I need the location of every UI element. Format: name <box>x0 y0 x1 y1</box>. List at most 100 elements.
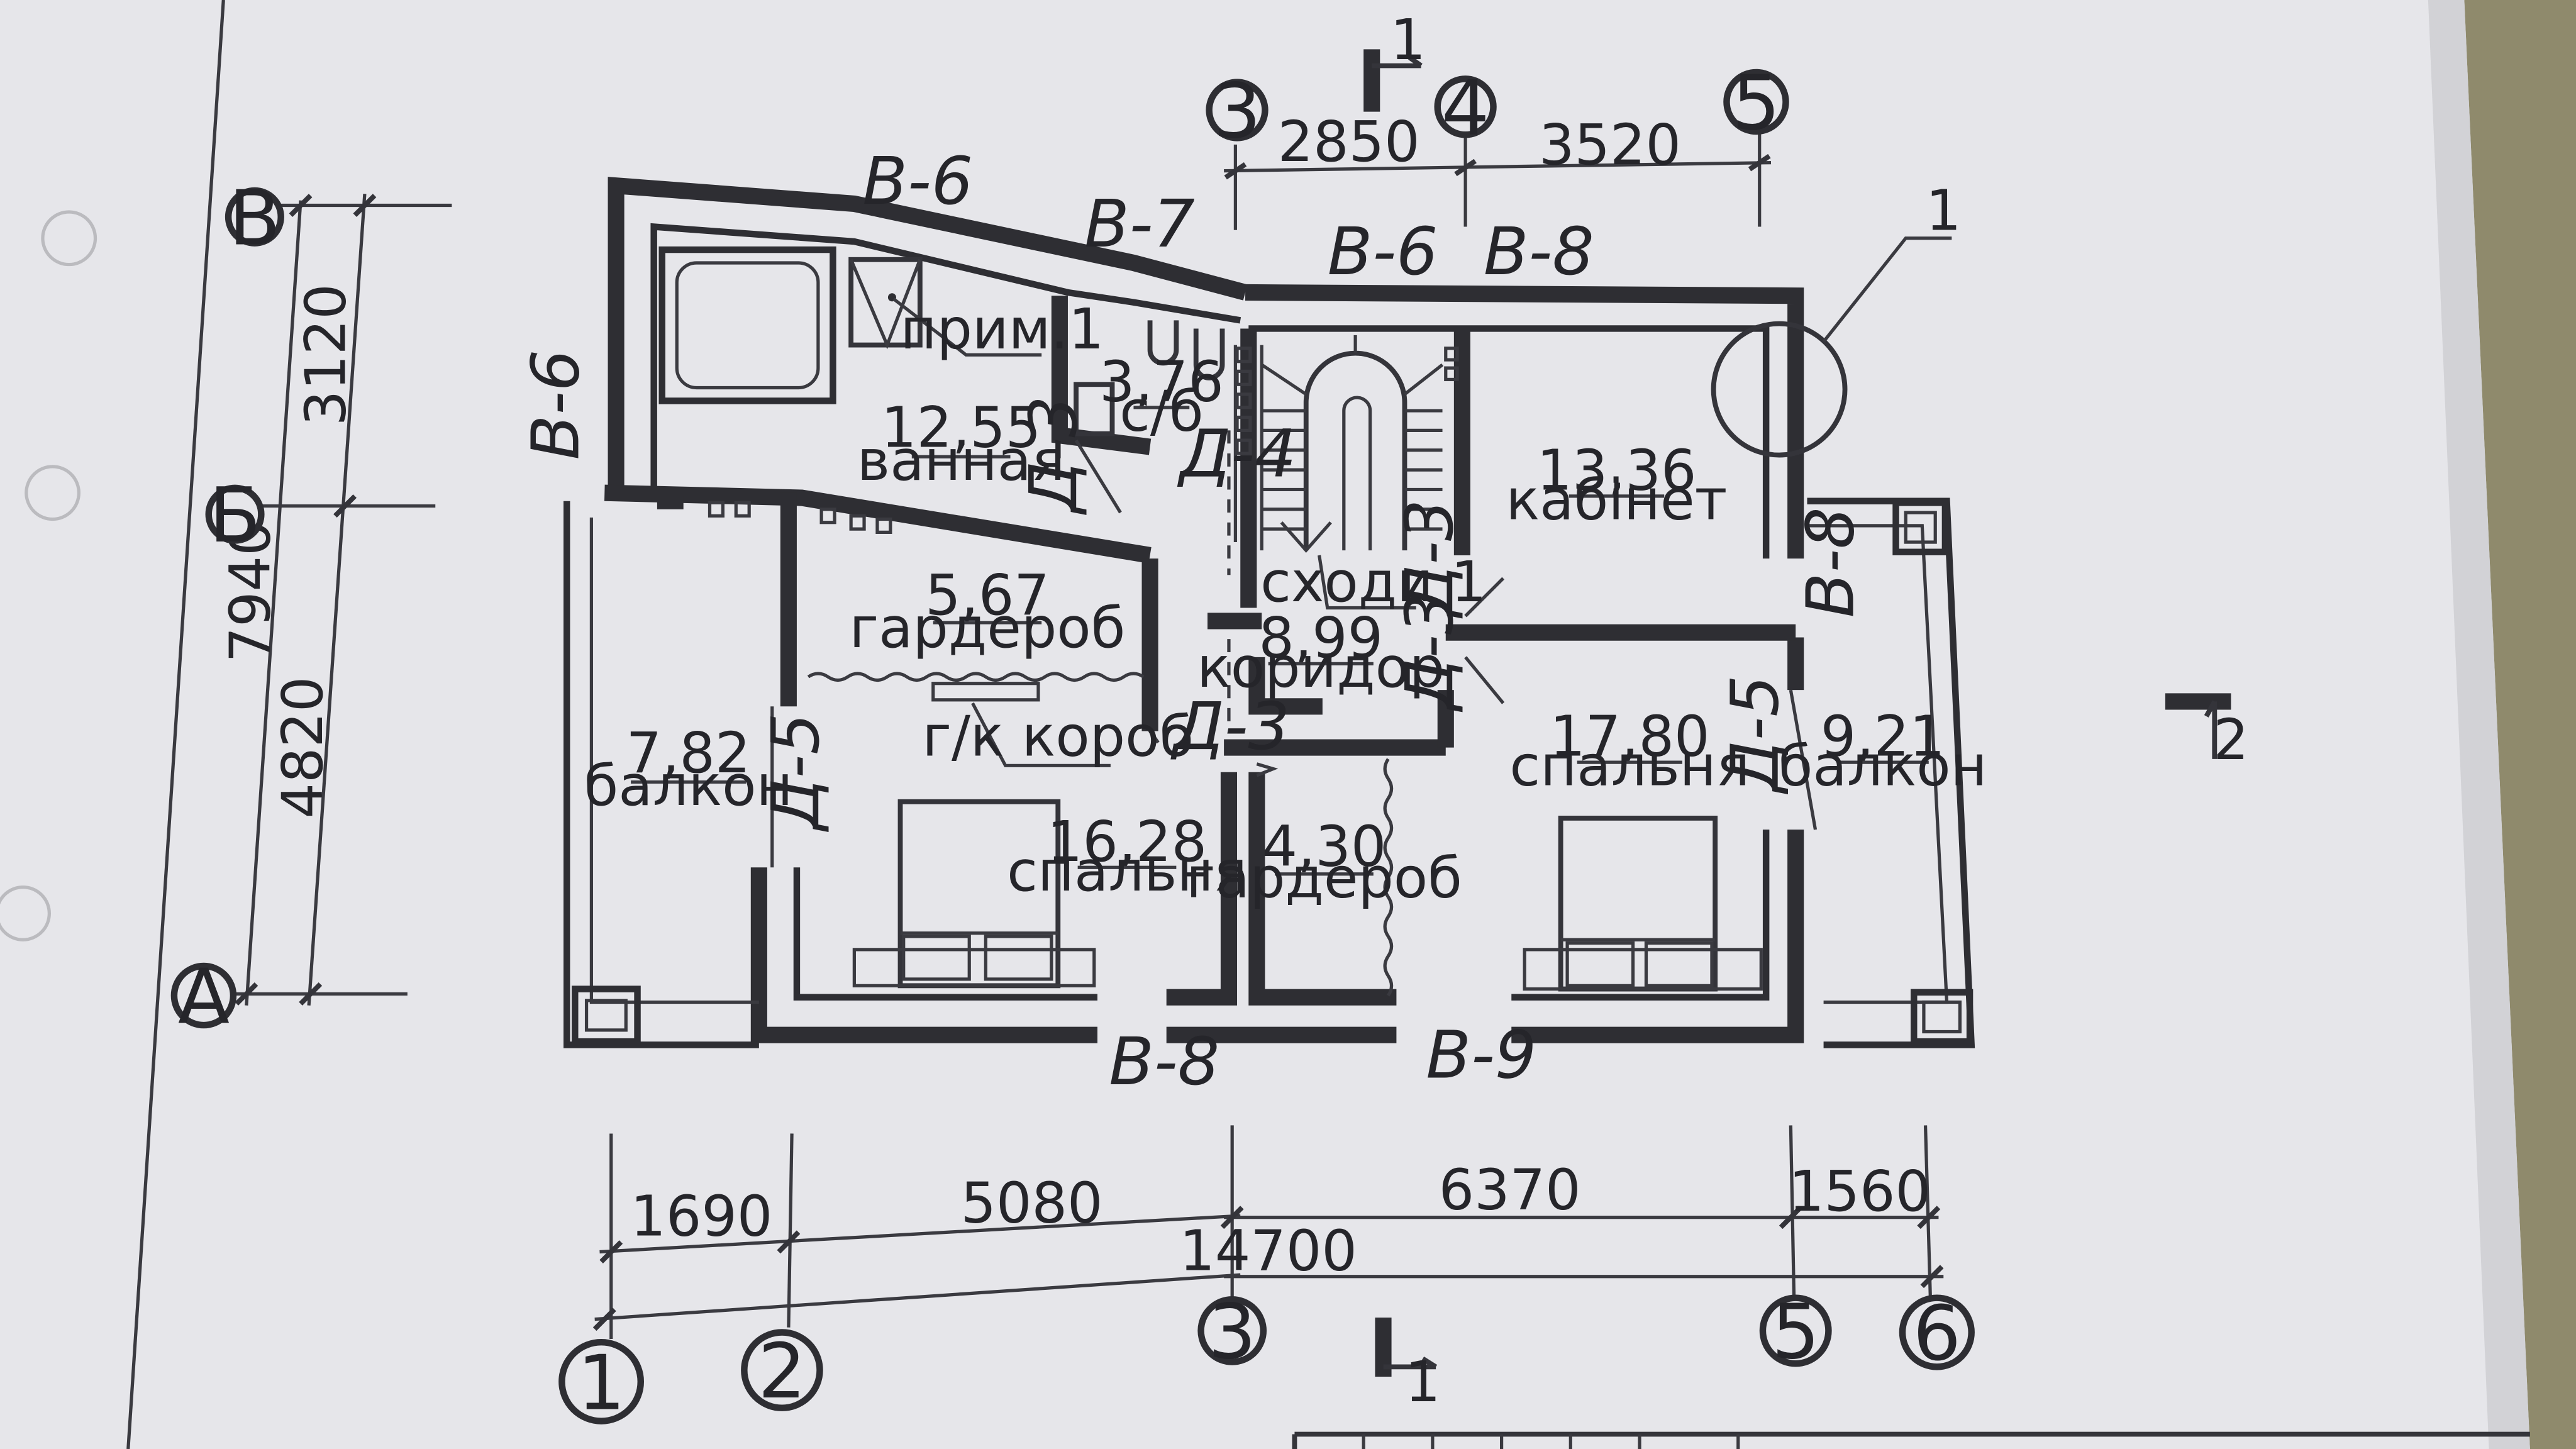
room-bedroom-left-area: 16,28 <box>1047 809 1207 874</box>
room-balcony-left: 7,82 балкон <box>584 721 793 818</box>
room-bath: 12,55 ванная <box>857 396 1065 493</box>
detail-callout <box>1711 236 1952 458</box>
room-wc-area: 3,76 <box>1099 349 1224 414</box>
door-mark-d3-bed-right: Д-3 <box>1391 593 1468 713</box>
axis-bubble-3-bottom: 3 <box>1197 1289 1267 1377</box>
wall-mark-b6-top: В-6 <box>862 143 973 219</box>
room-wardrobe1-area: 5,67 <box>925 563 1050 628</box>
axis-bubble-3-top: 3 <box>1206 68 1269 156</box>
axis-4-top-label: 4 <box>1441 64 1489 152</box>
shower-tray <box>848 257 923 350</box>
balcony-right-outline <box>1807 497 1975 1048</box>
door-mark-d5-right: Д-5 <box>1716 675 1793 794</box>
room-cabinet: 13,36 кабінет <box>1506 438 1727 532</box>
dim-bottom-total: 14700 <box>1179 1218 1357 1283</box>
dim-bottom-3-5: 6370 <box>1439 1158 1581 1223</box>
door-mark-d5-left: Д-5 <box>757 713 834 832</box>
dim-top-3-4: 2850 <box>1278 109 1420 174</box>
axis-1-label: 1 <box>577 1340 625 1428</box>
dim-top-4-5: 3520 <box>1539 113 1681 177</box>
room-bath-name: ванная <box>857 428 1065 493</box>
title-block <box>1292 1431 2530 1449</box>
axis-5-top-label: 5 <box>1732 60 1780 148</box>
staircase <box>1233 335 1444 553</box>
section-2-label: 2 <box>2213 708 2249 772</box>
axis-2-label: 2 <box>758 1328 806 1416</box>
axis-bubble-1: 1 <box>558 1338 644 1428</box>
room-bedroom-left-name: спальня <box>1007 839 1247 904</box>
room-balcony-left-name: балкон <box>584 753 793 818</box>
note-prim: прим.1 <box>901 297 1104 362</box>
room-stairs-name: сходи 1 <box>1260 550 1487 614</box>
axis-5-bottom-label: 5 <box>1772 1289 1819 1377</box>
room-wardrobe2-name: гардероб <box>1186 845 1462 910</box>
door-mark-d3-cab: Д-3 <box>1391 499 1468 619</box>
wardrobe-curtain <box>807 672 1394 997</box>
dim-bottom-2-3: 5080 <box>960 1171 1102 1236</box>
bed-right <box>1523 815 1763 992</box>
wall-mark-b6-left: В-6 <box>518 350 594 460</box>
room-bedroom-right: 17,80 спальня <box>1509 704 1750 799</box>
left-sheet-faint-marks <box>0 210 97 941</box>
room-corridor: 8,99 коридор <box>1197 606 1445 700</box>
exterior-walls <box>604 177 1804 1043</box>
axis-bubble-4-top: 4 <box>1434 64 1497 152</box>
axis-6-label: 6 <box>1913 1290 1961 1378</box>
room-balcony-right-area: 9,21 <box>1821 704 1945 769</box>
sheet-edge-shadow <box>2428 0 2530 1449</box>
axis-3-top-label: 3 <box>1213 68 1261 156</box>
dim-left-b-a: 4820 <box>270 677 335 819</box>
balcony-left-outline <box>563 501 759 1048</box>
axis-bubble-a: А <box>170 953 237 1041</box>
room-wc: 3,76 с/б <box>1099 349 1224 443</box>
room-wardrobe2: 4,30 гардероб <box>1186 814 1462 911</box>
axis-bubble-v: В <box>225 174 284 262</box>
wall-mark-b8-bottom: В-8 <box>1109 1023 1219 1100</box>
room-wardrobe2-area: 4,30 <box>1262 814 1387 879</box>
axis-3-bottom-label: 3 <box>1208 1289 1256 1377</box>
section-mark-2 <box>2165 693 2231 759</box>
dim-bottom-5-6: 1560 <box>1789 1159 1931 1224</box>
vent-blocks <box>657 347 1459 534</box>
room-balcony-right: 9,21 балкон <box>1779 704 1987 799</box>
dim-left-total: 7940 <box>218 520 282 662</box>
callout-number: 1 <box>1926 179 1962 243</box>
axis-bubble-2: 2 <box>741 1328 823 1416</box>
axis-bubble-b: Б <box>205 472 265 560</box>
axis-bubble-5-bottom: 5 <box>1759 1289 1832 1377</box>
door-mark-d3-bed-left: Д-3 <box>1170 688 1290 765</box>
axis-bubble-5-top: 5 <box>1723 60 1789 148</box>
dimension-lines <box>205 128 1944 1339</box>
section-mark-1-bottom <box>1375 1318 1438 1377</box>
dim-left-v-b: 3120 <box>294 284 358 426</box>
main-sheet <box>128 0 2530 1449</box>
bed-left <box>852 799 1096 989</box>
room-bedroom-right-name: спальня <box>1509 734 1750 799</box>
closet-label: г/к короб <box>922 704 1194 769</box>
room-wc-name: с/б <box>1119 379 1204 443</box>
room-balcony-left-area: 7,82 <box>626 721 751 786</box>
wall-mark-b8-right: В-8 <box>1792 507 1869 618</box>
room-bedroom-right-area: 17,80 <box>1550 704 1709 769</box>
axis-bubble-6: 6 <box>1899 1290 1975 1378</box>
axis-b-label: Б <box>209 472 260 560</box>
wall-mark-b8-top: В-8 <box>1484 213 1594 290</box>
bathtub <box>658 246 836 404</box>
room-cabinet-name: кабінет <box>1506 467 1727 532</box>
room-bath-area: 12,55 <box>881 396 1041 460</box>
wall-mark-b6-mid: В-6 <box>1328 213 1438 290</box>
wc-fixtures <box>1074 320 1225 436</box>
sheet-fold-left <box>126 0 225 1449</box>
wall-mark-b9-bottom: В-9 <box>1426 1017 1536 1094</box>
door-swings <box>770 430 1818 868</box>
room-balcony-right-name: балкон <box>1779 734 1987 799</box>
leader-lines <box>892 297 1416 767</box>
room-wardrobe1-name: гардероб <box>849 596 1125 660</box>
section-mark-1-top <box>1363 49 1423 112</box>
axis-a-label: А <box>178 953 230 1041</box>
room-corridor-area: 8,99 <box>1258 606 1383 670</box>
door-mark-d3-bath: Д-3 <box>1015 396 1092 515</box>
section-1-bottom-label: 1 <box>1405 1350 1441 1414</box>
room-cabinet-area: 13,36 <box>1536 438 1696 502</box>
